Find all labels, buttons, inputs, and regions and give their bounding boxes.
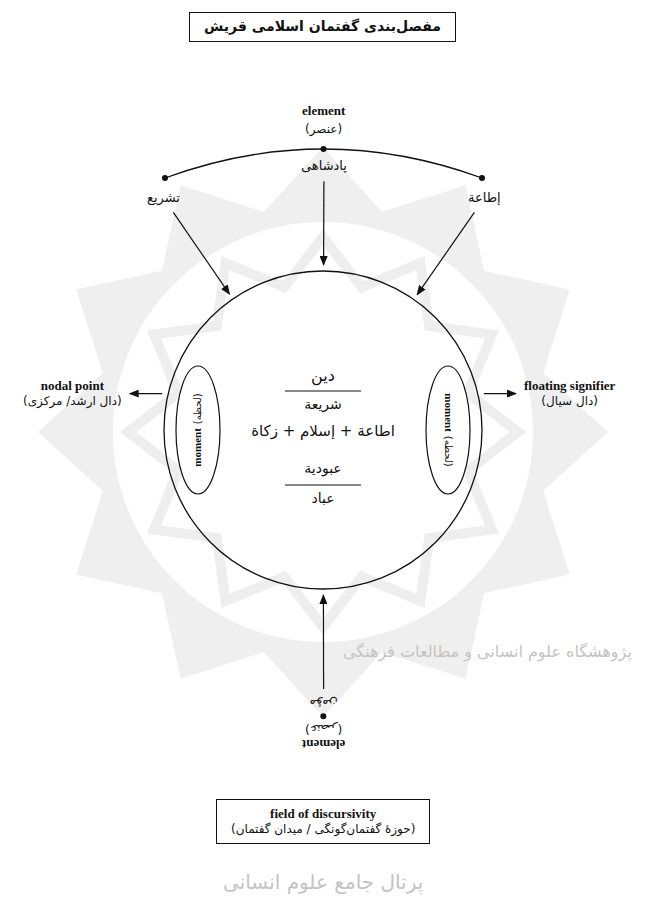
arc-dot	[162, 175, 168, 181]
arc-dot	[321, 146, 327, 152]
node-text: تشریع	[147, 190, 180, 206]
node-label: nodal point(دال ارشد/ مرکزی)	[20, 376, 125, 411]
circle-text: اطاعة + إسلام + زكاة	[223, 422, 423, 441]
moment-ellipse: moment (لحظه)	[175, 365, 221, 495]
arrow-connector	[323, 595, 324, 689]
field-box: field of discursivity(حوزهٔ گفتمان‌گونگی…	[216, 799, 430, 844]
watermark-text: پژوهشگاه علوم انسانی و مطالعات فرهنگی	[343, 642, 632, 662]
moment-text-row: moment (لحظه)	[191, 393, 205, 466]
node-text: مؤمن	[310, 696, 338, 711]
node-label: تشریع	[144, 188, 183, 208]
moment-text: (لحظه)	[192, 393, 205, 424]
logo-star	[38, 147, 608, 717]
arrow-connector	[417, 212, 474, 294]
box-text: (حوزهٔ گفتمان‌گونگی / میدان گفتمان)	[231, 822, 415, 837]
moment-text: moment	[191, 428, 205, 467]
arrow-connector	[173, 212, 229, 294]
arc-line	[165, 149, 482, 178]
node-text: (دال ارشد/ مرکزی)	[23, 394, 122, 409]
circle-shape	[164, 271, 482, 589]
divider-line	[285, 391, 361, 392]
arc-dot	[479, 175, 485, 181]
node-label: element(عنصر) مؤمن	[299, 694, 348, 754]
moment-text: moment	[441, 393, 455, 432]
watermark-text: پرتال جامع علوم انسانی	[223, 870, 423, 895]
logo-ring	[113, 222, 533, 642]
circle-text: شریعة	[223, 396, 423, 414]
node-text: nodal point	[41, 378, 104, 394]
moment-text: (لحظه)	[442, 436, 455, 467]
box-text: field of discursivity	[270, 806, 376, 822]
node-text: element	[302, 736, 345, 752]
logo-inner-star	[128, 237, 518, 627]
element-dot	[321, 713, 327, 719]
node-text: (عنصر)	[305, 721, 342, 736]
title-text: مفصل‌بندی گفتمان اسلامی قریش	[204, 18, 441, 36]
divider-line	[285, 485, 361, 486]
ellipse-shape	[176, 366, 220, 494]
node-label: پادشاهی	[298, 156, 350, 176]
node-label: floating signifier(دال سیال)	[521, 376, 618, 411]
discourse-circle: دین شریعة اطاعة + إسلام + زكاة عبودیة عباد mo…	[163, 270, 483, 590]
arrow-connector	[484, 393, 516, 394]
node-text: floating signifier	[524, 378, 615, 394]
element-label: (عنصر)	[305, 122, 342, 137]
circle-text: عباد	[223, 490, 423, 508]
arrow-connector	[323, 181, 324, 265]
node-text: إطاعة	[468, 190, 501, 206]
title-box: مفصل‌بندی گفتمان اسلامی قریش	[189, 12, 456, 42]
ellipse-shape	[426, 366, 470, 494]
node-label: إطاعة	[465, 188, 504, 208]
arrow-connector	[130, 393, 163, 394]
circle-text: عبودیة	[223, 460, 423, 478]
node-text: (دال سیال)	[541, 394, 598, 409]
moment-text-row: moment (لحظه)	[441, 393, 455, 466]
element-label: element	[302, 103, 345, 119]
circle-text: دین	[223, 366, 423, 386]
node-text: پادشاهی	[301, 158, 347, 174]
moment-ellipse: moment (لحظه)	[425, 365, 471, 495]
